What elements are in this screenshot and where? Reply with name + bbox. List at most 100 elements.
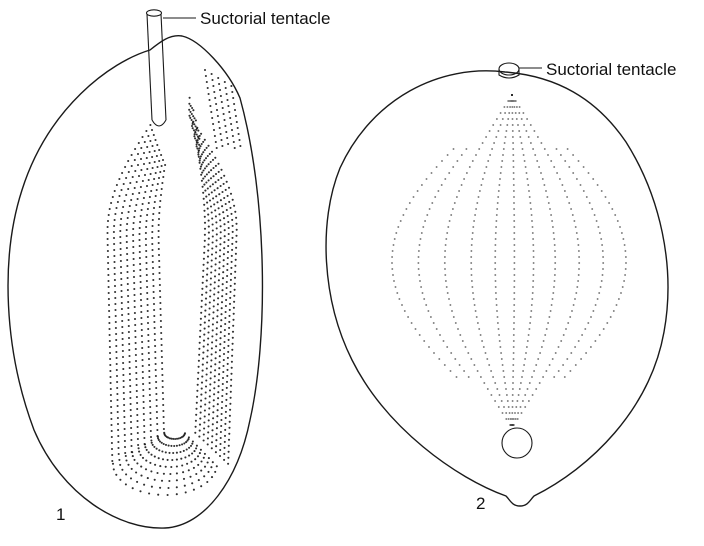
kinety-dot <box>142 377 144 379</box>
kinety-dot <box>520 382 522 384</box>
kinety-dot <box>524 160 526 162</box>
kinety-dot <box>214 97 216 99</box>
kinety-dot <box>148 352 150 354</box>
kinety-dot <box>216 321 218 323</box>
kinety-dot <box>214 381 216 383</box>
kinety-dot <box>216 465 218 467</box>
kinety-dot <box>624 274 626 276</box>
kinety-dot <box>554 256 556 258</box>
kinety-dot <box>197 455 199 457</box>
kinety-dot <box>200 312 202 314</box>
kinety-dot <box>116 387 118 389</box>
kinety-dot <box>228 445 230 447</box>
kinety-dot <box>133 258 135 260</box>
kinety-dot <box>573 220 575 222</box>
kinety-dot <box>550 310 552 312</box>
kinety-dot <box>471 274 473 276</box>
kinety-dot <box>202 270 204 272</box>
kinety-dot <box>477 370 479 372</box>
kinety-dot <box>575 226 577 228</box>
kinety-dot <box>445 244 447 246</box>
kinety-dot <box>139 269 141 271</box>
kinety-dot <box>223 359 225 361</box>
kinety-dot <box>218 373 220 375</box>
kinety-dot <box>207 425 209 427</box>
kinety-dot <box>145 250 147 252</box>
kinety-dot <box>480 376 482 378</box>
kinety-dot <box>231 91 233 93</box>
kinety-dot <box>212 461 214 463</box>
kinety-dot <box>160 332 162 334</box>
kinety-dot <box>208 220 210 222</box>
kinety-dot <box>233 141 235 143</box>
kinety-dot <box>158 149 160 151</box>
kinety-dot <box>121 326 123 328</box>
kinety-dot <box>205 196 207 198</box>
kinety-dot <box>448 172 450 174</box>
kinety-dot <box>220 313 222 315</box>
kinety-dot <box>423 298 425 300</box>
kinety-dot <box>548 202 550 204</box>
kinety-dot <box>194 432 196 434</box>
kinety-dot <box>136 420 138 422</box>
kinety-dot <box>117 423 119 425</box>
kinety-dot <box>513 214 515 216</box>
kinety-dot <box>503 376 505 378</box>
kinety-dot <box>131 165 133 167</box>
kinety-dot <box>197 154 199 156</box>
kinety-dot <box>549 208 551 210</box>
kinety-dot <box>512 130 514 132</box>
kinety-dot <box>471 286 473 288</box>
kinety-dot <box>152 167 154 169</box>
kinety-dot <box>426 178 428 180</box>
kinety-dot <box>149 406 151 408</box>
kinety-dot <box>477 322 479 324</box>
kinety-dot <box>419 244 421 246</box>
kinety-dot <box>206 481 208 483</box>
kinety-dot <box>142 457 144 459</box>
kinety-dot <box>107 256 109 258</box>
kinety-dot <box>512 364 514 366</box>
kinety-dot <box>218 385 220 387</box>
kinety-dot <box>125 455 127 457</box>
kinety-dot <box>116 184 118 186</box>
kinety-dot <box>537 358 539 360</box>
kinety-dot <box>445 280 447 282</box>
kinety-dot <box>513 328 515 330</box>
kinety-dot <box>220 185 222 187</box>
kinety-dot <box>215 165 217 167</box>
kinety-dot <box>235 115 237 117</box>
kinety-dot <box>233 205 235 207</box>
kinety-dot <box>159 296 161 298</box>
kinety-dot <box>600 286 602 288</box>
kinety-dot <box>575 292 577 294</box>
kinety-dot <box>156 144 158 146</box>
kinety-dot <box>202 364 204 366</box>
kinety-dot <box>222 365 224 367</box>
kinety-dot <box>161 165 163 167</box>
kinety-dot <box>444 268 446 270</box>
kinety-dot <box>165 444 167 446</box>
kinety-dot <box>111 442 113 444</box>
kinety-dot <box>212 311 214 313</box>
kinety-dot <box>201 153 203 155</box>
kinety-dot <box>224 329 226 331</box>
kinety-dot <box>207 431 209 433</box>
kinety-dot <box>195 473 197 475</box>
kinety-dot <box>191 125 193 127</box>
kinety-dot <box>153 315 155 317</box>
kinety-dot <box>527 340 529 342</box>
kinety-dot <box>201 143 203 145</box>
kinety-dot <box>156 417 158 419</box>
kinety-dot <box>165 451 167 453</box>
kinety-dot <box>515 100 517 102</box>
kinety-dot <box>141 347 143 349</box>
kinety-dot <box>487 388 489 390</box>
kinety-dot <box>207 343 209 345</box>
kinety-dot <box>204 240 206 242</box>
kinety-dot <box>214 209 216 211</box>
kinety-dot <box>223 253 225 255</box>
kinety-dot <box>144 174 146 176</box>
kinety-dot <box>119 230 121 232</box>
kinety-dot <box>500 166 502 168</box>
